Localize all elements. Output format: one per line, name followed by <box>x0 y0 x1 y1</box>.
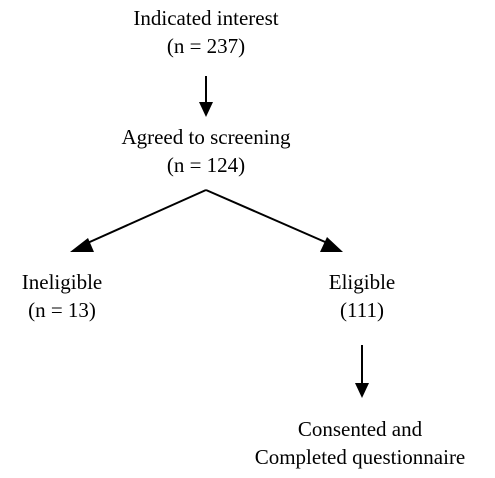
arrowhead-down <box>355 383 369 398</box>
node-consented-completed: Consented and Completed questionnaire <box>222 415 495 471</box>
arrowhead-down <box>199 102 213 117</box>
arrowhead-right-down <box>320 237 343 252</box>
node-count: (n = 124) <box>166 153 246 177</box>
node-label-line1: Consented and <box>297 417 423 441</box>
node-label: Ineligible <box>21 270 103 294</box>
arrow-screening-to-ineligible <box>82 189 207 246</box>
node-count: (n = 13) <box>28 298 96 322</box>
node-eligible: Eligible (111) <box>300 268 424 324</box>
node-ineligible: Ineligible (n = 13) <box>0 268 124 324</box>
node-indicated-interest: Indicated interest (n = 237) <box>100 4 312 60</box>
node-label: Agreed to screening <box>121 125 291 149</box>
arrow-screening-to-eligible <box>205 189 333 246</box>
node-label-line2: Completed questionnaire <box>254 445 466 469</box>
node-label: Eligible <box>328 270 396 294</box>
node-agreed-to-screening: Agreed to screening (n = 124) <box>90 123 322 179</box>
node-count: (n = 237) <box>166 34 246 58</box>
node-count: (111) <box>340 298 384 322</box>
node-label: Indicated interest <box>133 6 279 30</box>
arrowhead-left-down <box>70 238 94 252</box>
